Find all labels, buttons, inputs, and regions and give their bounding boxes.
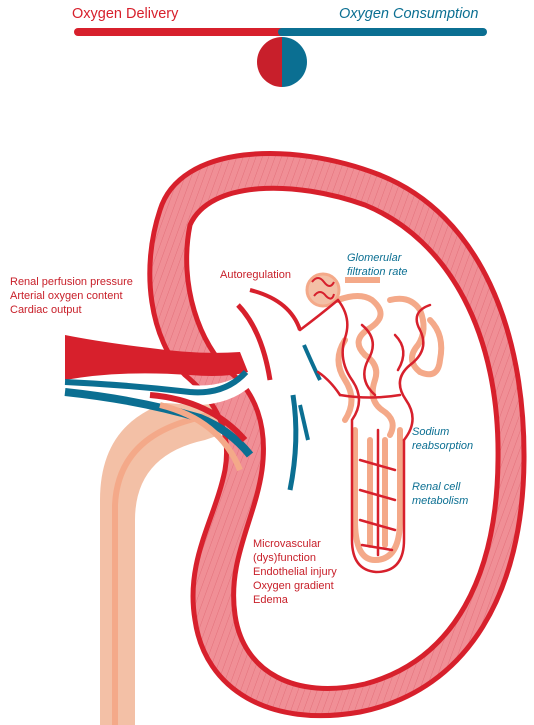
glomerulus bbox=[307, 274, 339, 306]
micro-label-2: (dys)function bbox=[253, 551, 337, 565]
microvascular-labels: Microvascular (dys)function Endothelial … bbox=[253, 537, 337, 607]
micro-label-4: Oxygen gradient bbox=[253, 579, 337, 593]
gfr-label-line2: filtration rate bbox=[347, 265, 408, 279]
metabolism-label-line2: metabolism bbox=[412, 494, 468, 508]
inputs-label-perfusion: Renal perfusion pressure bbox=[10, 275, 133, 289]
inputs-label-cardiac-output: Cardiac output bbox=[10, 303, 133, 317]
oxygen-delivery-label: Oxygen Delivery bbox=[72, 6, 178, 22]
micro-label-1: Microvascular bbox=[253, 537, 337, 551]
micro-label-5: Edema bbox=[253, 593, 337, 607]
inputs-labels: Renal perfusion pressure Arterial oxygen… bbox=[10, 275, 133, 317]
metabolism-label-line1: Renal cell bbox=[412, 480, 468, 494]
gfr-label-line1: Glomerular bbox=[347, 251, 408, 265]
sodium-label-line1: Sodium bbox=[412, 425, 473, 439]
sodium-label-line2: reabsorption bbox=[412, 439, 473, 453]
sodium-reabsorption-label: Sodium reabsorption bbox=[412, 425, 473, 453]
inputs-label-oxygen-content: Arterial oxygen content bbox=[10, 289, 133, 303]
gfr-label: Glomerular filtration rate bbox=[347, 251, 408, 279]
autoregulation-label: Autoregulation bbox=[220, 268, 291, 282]
oxygen-consumption-label: Oxygen Consumption bbox=[339, 6, 478, 22]
micro-label-3: Endothelial injury bbox=[253, 565, 337, 579]
renal-cell-metabolism-label: Renal cell metabolism bbox=[412, 480, 468, 508]
